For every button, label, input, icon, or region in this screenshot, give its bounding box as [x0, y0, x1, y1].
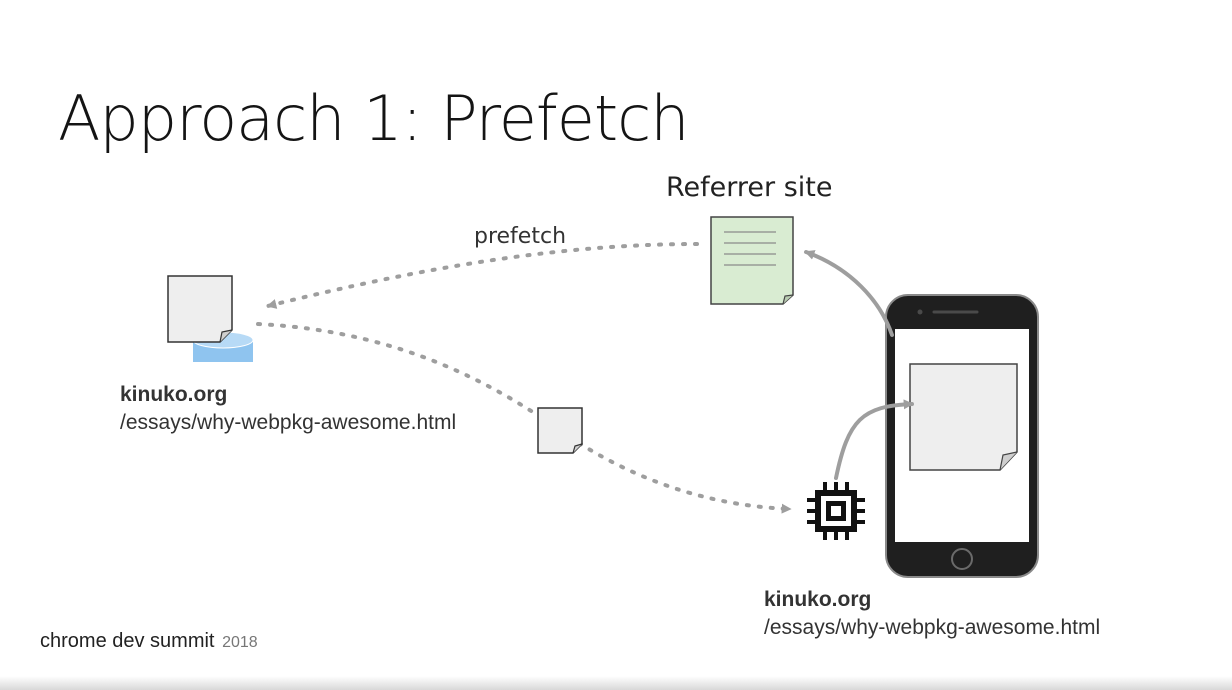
small-document-icon	[537, 407, 583, 454]
footer-brand-text: chrome dev summit	[40, 630, 215, 652]
phone-url-label: kinuko.org /essays/why-webpkg-awesome.ht…	[764, 586, 1100, 642]
prefetch-arrow	[266, 242, 699, 309]
prefetch-label: prefetch	[474, 224, 567, 249]
phone-domain: kinuko.org	[764, 588, 872, 611]
server-path: /essays/why-webpkg-awesome.html	[120, 411, 457, 434]
navigate-arrow	[804, 250, 894, 337]
slide-title: Approach 1: Prefetch	[58, 82, 690, 155]
document-fold	[219, 329, 233, 343]
chip-icon	[807, 482, 865, 540]
footer-brand: chrome dev summit 2018	[40, 630, 258, 653]
phone-path: /essays/why-webpkg-awesome.html	[764, 616, 1101, 639]
footer-year: 2018	[222, 634, 258, 651]
server-document-group	[167, 275, 254, 362]
video-bottom-bar	[0, 676, 1232, 690]
render-arrow	[834, 399, 914, 480]
server-url-label: kinuko.org /essays/why-webpkg-awesome.ht…	[120, 381, 456, 437]
referrer-site-label: Referrer site	[666, 172, 833, 203]
referrer-page-icon	[710, 216, 794, 305]
server-domain: kinuko.org	[120, 383, 228, 406]
phone-document-icon	[909, 363, 1018, 471]
response-arrow	[256, 322, 792, 514]
